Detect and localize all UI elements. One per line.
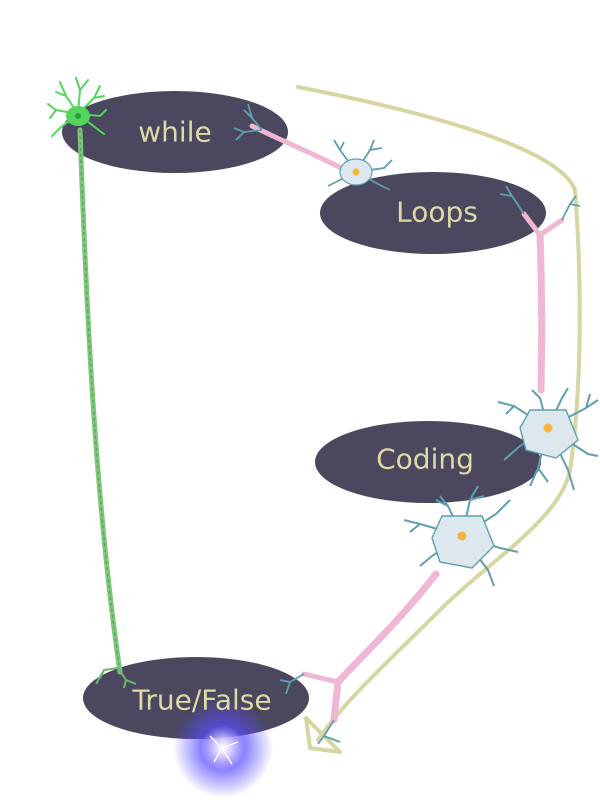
spark-glow <box>173 698 273 798</box>
green-neuron <box>47 77 107 137</box>
axon-while-loops <box>233 103 348 173</box>
axon-coding-truefalse <box>279 570 440 745</box>
arrowhead <box>304 716 342 754</box>
node-while-shape <box>62 91 288 173</box>
node-loops-shape <box>320 172 546 254</box>
neuron-loops <box>327 139 393 191</box>
neuron-coding-right <box>497 387 599 491</box>
neuron-coding-below <box>403 485 519 587</box>
node-coding-shape <box>315 421 541 503</box>
green-axon <box>77 127 137 689</box>
axon-loops-coding <box>499 185 581 394</box>
